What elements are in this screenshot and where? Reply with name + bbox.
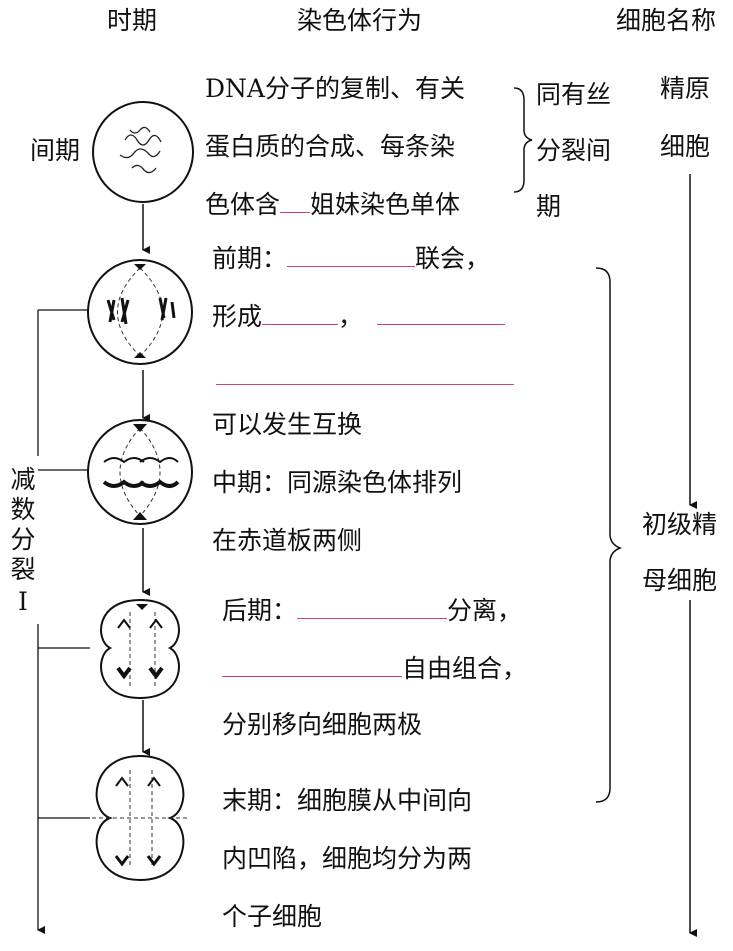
prophase-line-2: 形成 ，: [212, 302, 506, 332]
prophase-line-2-mid: ，: [338, 302, 364, 331]
telophase-line-1: 末期：细胞膜从中间向: [222, 786, 473, 815]
header-cell-name: 细胞名称: [616, 6, 717, 35]
anaphase-blank-2[interactable]: [222, 654, 402, 677]
interphase-line-3-pre: 色体含: [205, 190, 281, 219]
anaphase-line-3: 分别移向细胞两极: [222, 710, 423, 739]
anaphase-line-1: 后期： 分离，: [222, 596, 522, 626]
meiosis-brace: [595, 267, 623, 803]
interphase-cell: [92, 101, 194, 203]
meiosis-label-5: Ⅰ: [18, 587, 28, 616]
anaphase-blank-1[interactable]: [297, 596, 448, 619]
cell-name-spermatogonium-1: 精原: [660, 74, 711, 103]
interphase-line-3-post: 姐妹染色单体: [310, 190, 461, 219]
prophase-line-1-pre: 前期：: [212, 244, 288, 273]
interphase-label: 间期: [30, 136, 81, 165]
prophase-line-1-post: 联会，: [415, 244, 491, 273]
interphase-note-2: 分裂间: [536, 136, 612, 165]
telophase-line-3: 个子细胞: [222, 902, 323, 931]
metaphase-line-1: 中期：同源染色体排列: [212, 468, 463, 497]
interphase-line-2: 蛋白质的合成、每条染: [205, 132, 456, 161]
meiosis-label-2: 数: [10, 495, 36, 524]
telophase-cell: [92, 754, 188, 882]
prophase-line-4: 可以发生互换: [212, 410, 363, 439]
meiosis-label-1: 减: [10, 465, 36, 494]
prophase-line-2-pre: 形成: [212, 302, 263, 331]
header-phase: 时期: [107, 6, 158, 35]
interphase-line-1: DNA分子的复制、有关: [205, 74, 465, 103]
interphase-note-1: 同有丝: [536, 80, 612, 109]
prophase-blank-3[interactable]: [377, 302, 506, 325]
metaphase-cell: [87, 419, 193, 525]
interphase-blank[interactable]: [280, 190, 311, 213]
cell-name-spermatogonium-2: 细胞: [660, 132, 711, 161]
cell-name-primary-1: 初级精: [642, 510, 718, 539]
interphase-note-3: 期: [536, 192, 562, 221]
meiosis-bracket: [37, 309, 90, 934]
interphase-brace: [513, 87, 533, 193]
anaphase-cell: [100, 598, 180, 700]
prophase-cell: [87, 259, 193, 365]
metaphase-line-2: 在赤道板两侧: [212, 526, 363, 555]
anaphase-line-1-post: 分离，: [447, 596, 523, 625]
cell-name-primary-2: 母细胞: [642, 566, 718, 595]
interphase-line-3: 色体含姐妹染色单体: [205, 190, 460, 220]
anaphase-line-2-post: 自由组合，: [402, 654, 528, 683]
meiosis-label-4: 裂: [10, 555, 36, 584]
meiosis-label-3: 分: [10, 525, 36, 554]
header-behavior: 染色体行为: [297, 6, 423, 35]
anaphase-line-1-pre: 后期：: [222, 596, 298, 625]
telophase-line-2: 内凹陷，细胞均分为两: [222, 844, 473, 873]
prophase-line-1: 前期： 联会，: [212, 244, 490, 274]
prophase-blank-4[interactable]: [216, 384, 514, 385]
prophase-blank-1[interactable]: [287, 244, 416, 267]
prophase-blank-2[interactable]: [262, 302, 339, 325]
anaphase-line-2: 自由组合，: [222, 654, 527, 684]
